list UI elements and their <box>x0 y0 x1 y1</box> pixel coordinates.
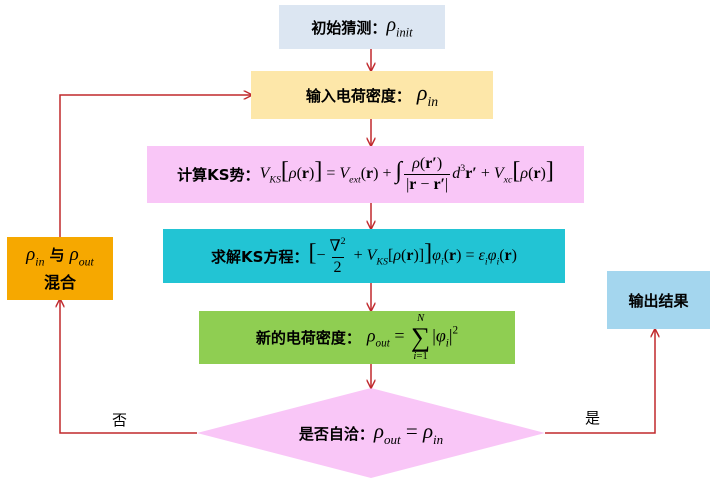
input-density-label: 输入电荷密度： <box>305 86 411 105</box>
new-density-label: 新的电荷密度： <box>255 329 361 347</box>
init-guess-label: 初始猜测： <box>311 18 387 37</box>
rho-in-formula: ρin <box>416 79 439 110</box>
new-density-box: 新的电荷密度： ρout = N∑i=1|φi|2 <box>199 311 515 364</box>
edge-converge-no-to-mix <box>60 300 197 434</box>
input-density-box: 输入电荷密度： ρin <box>251 71 493 119</box>
mix-with-text: 与 <box>49 245 65 264</box>
convergence-formula: ρout = ρin <box>373 418 444 447</box>
edge-converge-yes-to-output <box>545 330 655 434</box>
no-branch-label: 否 <box>112 411 128 429</box>
mix-label: 混合 <box>43 273 76 293</box>
ks-potential-box: 计算KS势： VKS[ρ(r)] = Vext(r) + ∫ρ(r′)|r − … <box>147 146 584 203</box>
init-guess-box: 初始猜测： ρinit <box>279 5 445 49</box>
converge-label: 是否自洽： <box>298 424 374 443</box>
mix-formula-line: ρin 与 ρout <box>26 244 94 269</box>
ks-potential-label: 计算KS势： <box>177 166 260 184</box>
ks-potential-formula: VKS[ρ(r)] = Vext(r) + ∫ρ(r′)|r − r′|d3r′… <box>259 155 554 193</box>
mix-box: ρin 与 ρout 混合 <box>7 237 113 300</box>
yes-branch-label: 是 <box>585 409 601 427</box>
edge-mix-to-input <box>59 95 251 237</box>
rho-init-formula: ρinit <box>386 13 413 40</box>
ks-equation-label: 求解KS方程： <box>211 247 309 266</box>
output-box: 输出结果 <box>607 271 710 329</box>
rho-in-symbol: ρin <box>26 243 45 269</box>
rho-out-symbol: ρout <box>69 243 94 269</box>
rho-out-formula: ρout = N∑i=1|φi|2 <box>366 312 459 362</box>
converge-diamond-shape <box>197 388 545 478</box>
output-label: 输出结果 <box>628 291 689 310</box>
converge-check: 是否自洽： ρout = ρin <box>237 415 505 451</box>
